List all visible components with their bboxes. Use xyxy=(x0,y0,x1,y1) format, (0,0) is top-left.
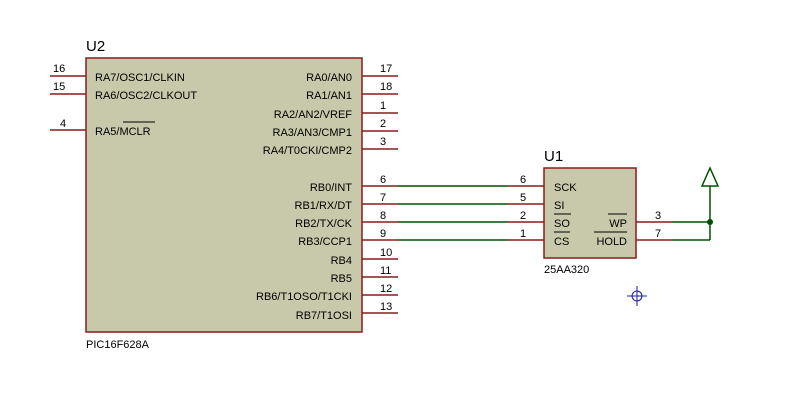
u1-ref-label: U1 xyxy=(544,148,563,165)
u2-right-pin[interactable]: 2 RA3/AN3/CMP1 xyxy=(273,118,398,139)
pin-name: RB3/CCP1 xyxy=(298,236,352,248)
u2-right-pin[interactable]: 7 RB1/RX/DT xyxy=(295,192,398,212)
pin-number: 17 xyxy=(380,63,392,75)
pin-name: RA1/AN1 xyxy=(306,90,352,102)
pin-name: SI xyxy=(554,200,564,212)
u2-chip[interactable]: U2 PIC16F628A 16 RA7/OSC1/CLKIN 15 RA6/O… xyxy=(50,38,398,351)
pin-name: RB4 xyxy=(331,255,352,267)
pin-number: 6 xyxy=(380,174,386,186)
pin-number: 9 xyxy=(380,228,386,240)
pin-name: RB5 xyxy=(331,273,352,285)
pin-name: RA7/OSC1/CLKIN xyxy=(95,72,185,84)
crosshair-marker-icon xyxy=(627,286,647,306)
u2-ref-label: U2 xyxy=(86,38,105,55)
u2-body xyxy=(85,57,363,333)
u1-left-pin[interactable]: 6 SCK xyxy=(508,174,577,194)
pin-name: SO xyxy=(554,218,570,230)
pin-number: 13 xyxy=(380,301,392,313)
pin-number: 4 xyxy=(60,118,66,130)
u2-right-pin[interactable]: 12 RB6/T1OSO/T1CKI xyxy=(256,283,398,303)
u2-right-pin[interactable]: 17 RA0/AN0 xyxy=(306,63,398,84)
pin-name: SCK xyxy=(554,182,577,194)
pin-number: 1 xyxy=(380,100,386,112)
wires xyxy=(398,185,713,241)
pin-name: RB6/T1OSO/T1CKI xyxy=(256,291,352,303)
u2-part-value: PIC16F628A xyxy=(86,339,150,351)
pin-number: 12 xyxy=(380,283,392,295)
pin-name: RB0/INT xyxy=(310,182,352,194)
u2-right-pin[interactable]: 1 RA2/AN2/VREF xyxy=(274,100,398,121)
u2-right-pin[interactable]: 10 RB4 xyxy=(331,247,398,267)
u1-right-pin[interactable]: 3 WP xyxy=(608,210,672,230)
pin-name: RB7/T1OSI xyxy=(296,310,352,322)
u1-part-value: 25AA320 xyxy=(544,264,589,276)
pin-name: CS xyxy=(554,236,569,248)
pin-number: 2 xyxy=(520,210,526,222)
pin-number: 7 xyxy=(655,228,661,240)
u2-right-pin[interactable]: 3 RA4/T0CKI/CMP2 xyxy=(263,136,398,157)
u2-right-pin[interactable]: 9 RB3/CCP1 xyxy=(298,228,398,248)
pin-name: RA3/AN3/CMP1 xyxy=(273,127,352,139)
pin-name: RA2/AN2/VREF xyxy=(274,109,353,121)
pin-name: RA0/AN0 xyxy=(306,72,352,84)
u1-left-pin[interactable]: 1 CS xyxy=(508,228,570,248)
pin-name: RA5/MCLR xyxy=(95,126,151,138)
pin-number: 6 xyxy=(520,174,526,186)
u1-right-pin[interactable]: 7 HOLD xyxy=(594,228,672,248)
pin-name: RB1/RX/DT xyxy=(295,200,353,212)
power-arrow xyxy=(700,166,720,187)
junction-dot xyxy=(707,219,713,225)
pin-number: 7 xyxy=(380,192,386,204)
pin-name: HOLD xyxy=(596,236,627,248)
pin-number: 11 xyxy=(380,265,391,277)
pin-number: 8 xyxy=(380,210,386,222)
u2-right-pin[interactable]: 6 RB0/INT xyxy=(310,174,398,194)
pin-number: 5 xyxy=(520,192,526,204)
pin-name: RB2/TX/CK xyxy=(295,218,353,230)
pin-number: 1 xyxy=(520,228,526,240)
pin-number: 2 xyxy=(380,118,386,130)
pin-name: RA4/T0CKI/CMP2 xyxy=(263,145,352,157)
u1-chip[interactable]: U1 25AA320 6 SCK 5 SI 2 SO 1 CS 3 xyxy=(508,148,672,276)
u1-body xyxy=(543,167,637,259)
pin-number: 10 xyxy=(380,247,392,259)
u2-right-pin[interactable]: 11 RB5 xyxy=(331,265,398,285)
pin-number: 16 xyxy=(53,63,65,75)
pin-name: WP xyxy=(609,218,627,230)
power-terminal-icon[interactable] xyxy=(700,166,720,187)
pin-number: 3 xyxy=(380,136,386,148)
u2-left-pin[interactable]: 15 RA6/OSC2/CLKOUT xyxy=(50,81,197,102)
pin-name: RA6/OSC2/CLKOUT xyxy=(95,90,197,102)
pin-number: 18 xyxy=(380,81,392,93)
u2-left-pin[interactable]: 16 RA7/OSC1/CLKIN xyxy=(50,63,185,84)
u2-right-pin[interactable]: 18 RA1/AN1 xyxy=(306,81,398,102)
pin-number: 3 xyxy=(655,210,661,222)
u1-left-pin[interactable]: 5 SI xyxy=(508,192,564,212)
u2-left-pin[interactable]: 4 RA5/MCLR xyxy=(50,118,155,138)
u1-left-pin[interactable]: 2 SO xyxy=(508,210,571,230)
pin-number: 15 xyxy=(53,81,65,93)
u2-right-pin[interactable]: 13 RB7/T1OSI xyxy=(296,301,398,322)
u2-right-pin[interactable]: 8 RB2/TX/CK xyxy=(295,210,398,230)
